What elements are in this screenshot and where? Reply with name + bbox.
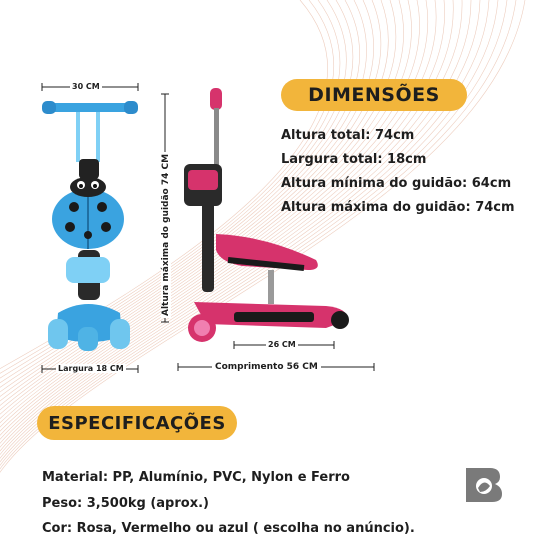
specifications-heading: ESPECIFICAÇÕES xyxy=(48,412,226,434)
dimension-line-min-handle: Altura mínima do guidão: 64cm xyxy=(281,176,512,191)
brand-logo-icon xyxy=(466,468,502,502)
background-wave-line xyxy=(0,0,374,402)
height-vertical-label: Altura máxima do guidão 74 CM xyxy=(161,151,171,318)
background-wave-line xyxy=(0,0,347,384)
specifications-heading-badge: ESPECIFICAÇÕES xyxy=(37,406,237,440)
pink-scooter-illustration xyxy=(184,88,349,342)
dimensions-heading-badge: DIMENSÕES xyxy=(281,79,467,111)
background-wave-line xyxy=(0,0,328,369)
background-wave-line xyxy=(0,0,341,379)
spec-material: Material: PP, Alumínio, PVC, Nylon e Fer… xyxy=(42,470,350,485)
background-wave-line xyxy=(0,0,360,393)
deck-label: 26 CM xyxy=(266,340,298,349)
dimensions-heading: DIMENSÕES xyxy=(308,84,440,106)
background-wave-line xyxy=(0,0,354,388)
dimension-line-max-handle: Altura máxima do guidão: 74cm xyxy=(281,200,515,215)
background-wave-line xyxy=(0,0,335,374)
background-wave-line xyxy=(0,0,367,397)
length-label: Comprimento 56 CM xyxy=(212,362,321,372)
spec-weight: Peso: 3,500kg (aprox.) xyxy=(42,496,209,511)
background-wave-line xyxy=(0,0,526,473)
spec-color: Cor: Rosa, Vermelho ou azul ( escolha no… xyxy=(42,521,415,536)
blue-scooter-illustration xyxy=(42,101,138,351)
dimension-line-total-height: Altura total: 74cm xyxy=(281,128,415,143)
background-wave-line xyxy=(0,0,508,467)
background-wave-line xyxy=(0,0,517,470)
dimension-line-total-width: Largura total: 18cm xyxy=(281,152,427,167)
width-bottom-label: Largura 18 CM xyxy=(56,364,126,373)
width-top-label: 30 CM xyxy=(70,82,102,91)
